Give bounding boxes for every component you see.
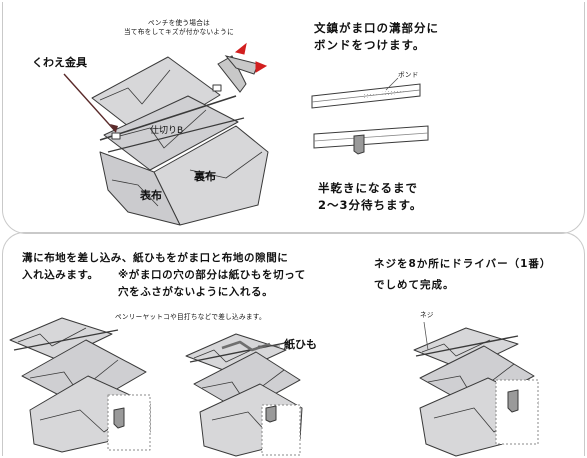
screw-instruction: ネジを8か所にドライバー（1番） でしめて完成。 — [374, 258, 552, 291]
hole-note: ※がま口の穴の部分は紙ひもを切って 穴をふさがないように入れる。 — [118, 269, 306, 298]
tool-note: ペンリーヤットコや目打ちなどで差し込みます。 — [115, 313, 266, 321]
purse-illustration-top — [63, 56, 269, 226]
step-panel-top — [2, 2, 585, 234]
lining-fabric-label: 裏布 — [194, 170, 216, 183]
bond-label: ボンド — [398, 71, 419, 79]
purse-illustration-3 — [413, 321, 539, 457]
outer-fabric-label: 表布 — [140, 189, 162, 202]
purse-illustration-2 — [185, 333, 303, 457]
divider-label: 仕切りB — [150, 126, 184, 136]
clasp-pointer — [63, 73, 117, 133]
bond-instruction: 文鎮がま口の溝部分に ボンドをつけます。 — [314, 21, 439, 52]
paper-cord-label: 紙ひも — [284, 338, 317, 351]
frame-bar-side-view — [313, 125, 429, 155]
outer-panel — [99, 151, 181, 226]
purse-illustration-1 — [9, 317, 151, 453]
screw-label: ネジ — [420, 311, 434, 319]
pliers-note: ペンチを使う場合は 当て布をしてキズが付かないように — [124, 19, 234, 36]
clasp-label: くわえ金具 — [32, 56, 87, 69]
insert-instruction: 溝に布地を差し込み、紙ひもをがま口と布地の隙間に 入れ込みます。 — [22, 252, 289, 281]
divider-panel — [103, 95, 239, 171]
pliers-icon — [217, 42, 268, 93]
paper-cord — [221, 340, 271, 352]
wait-instruction: 半乾きになるまで 2〜3分待ちます。 — [318, 181, 423, 212]
frame-bar-with-bond — [311, 77, 421, 109]
step-panel-bottom — [2, 232, 585, 456]
